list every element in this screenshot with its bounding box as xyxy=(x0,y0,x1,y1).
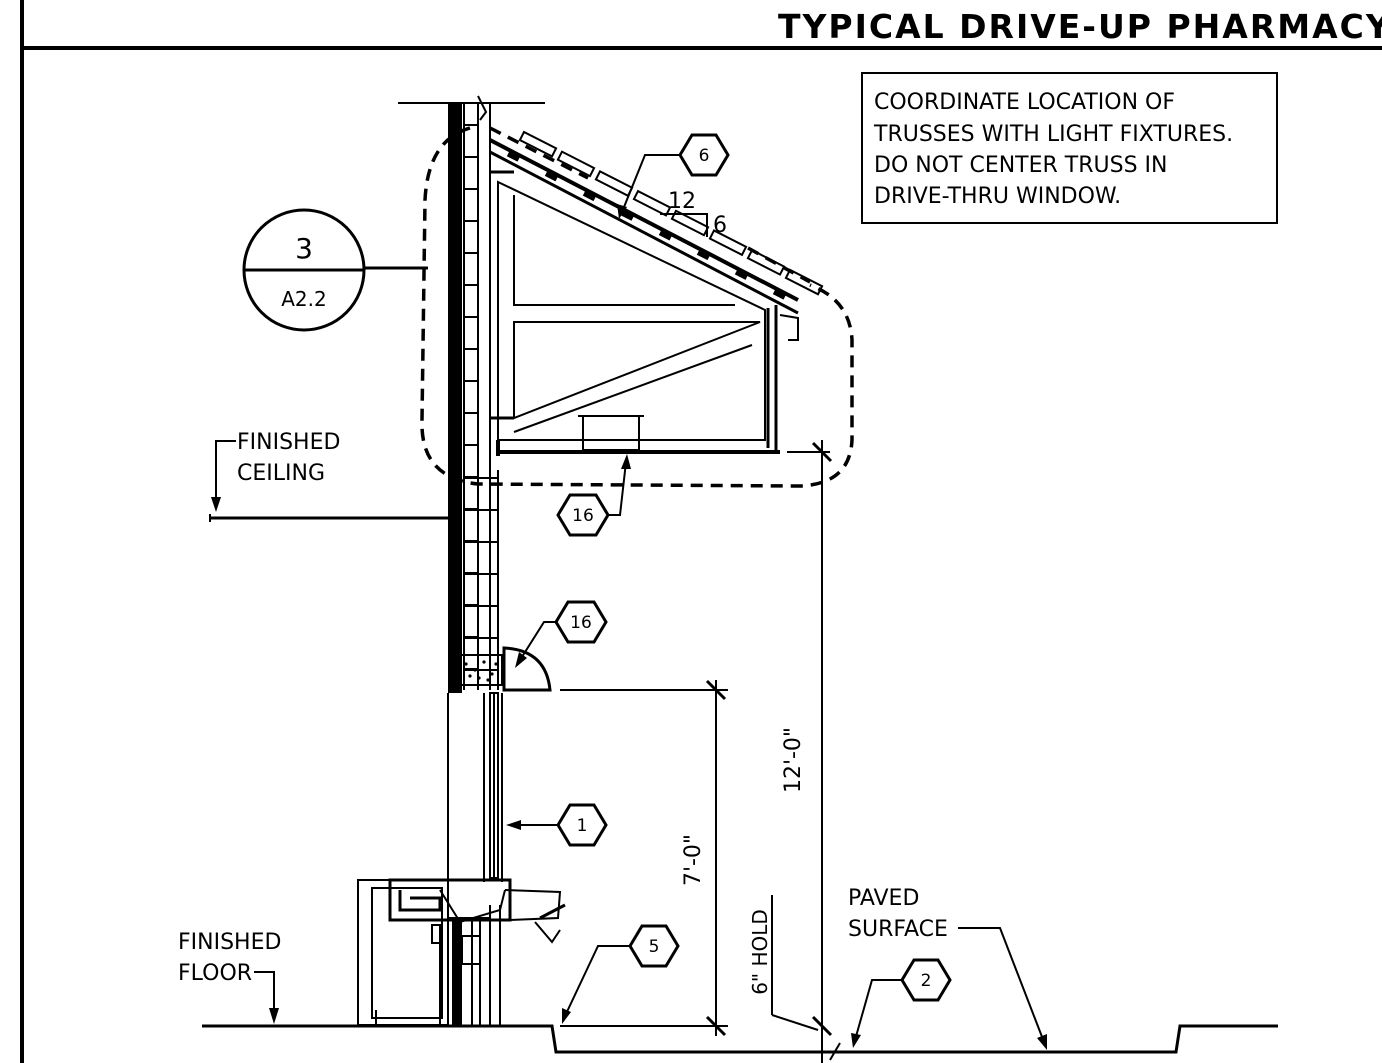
keynote-tag-roof: 6 xyxy=(617,133,730,219)
section-marker: 3 A2.2 xyxy=(242,208,428,332)
keynote-tag-soffit: 16 xyxy=(556,454,631,537)
note-line-3: DO NOT CENTER TRUSS IN xyxy=(874,153,1168,178)
sheet-frame xyxy=(20,0,1382,1063)
note-line-1: COORDINATE LOCATION OF xyxy=(874,90,1175,115)
keynote-tag-paving: 2 xyxy=(851,958,952,1048)
dimension-hold-value: 6" HOLD xyxy=(748,909,772,995)
roof-slope-indicator: 12 6 xyxy=(660,189,727,238)
dimension-7ft-value: 7'-0" xyxy=(681,834,706,886)
svg-text:2: 2 xyxy=(921,971,932,991)
dimension-7ft xyxy=(560,679,728,1037)
svg-text:6: 6 xyxy=(699,146,710,166)
ceiling-leader xyxy=(215,440,236,505)
svg-text:5: 5 xyxy=(649,937,660,957)
roof-dash-upper xyxy=(489,126,589,180)
roof-shingles xyxy=(506,130,824,300)
svg-text:1: 1 xyxy=(577,816,588,836)
note-line-4: DRIVE-THRU WINDOW. xyxy=(874,184,1121,209)
keynote-tag-curb: 5 xyxy=(562,924,680,1024)
slope-run: 12 xyxy=(668,189,696,214)
dimension-12ft xyxy=(787,440,841,1063)
keynote-tag-window: 1 xyxy=(506,803,608,847)
dimension-12ft-value: 12'-0" xyxy=(781,727,806,793)
dimension-hold xyxy=(771,895,819,1031)
sheet-title: TYPICAL DRIVE-UP PHARMACY xyxy=(778,7,1382,46)
exterior-wall xyxy=(398,95,545,1027)
general-note: COORDINATE LOCATION OF TRUSSES WITH LIGH… xyxy=(861,72,1278,224)
label-finished-ceiling-1: FINISHED xyxy=(237,430,340,455)
note-line-2: TRUSSES WITH LIGHT FIXTURES. xyxy=(873,122,1233,147)
awning xyxy=(502,646,552,692)
label-finished-floor-1: FINISHED xyxy=(178,930,281,955)
masonry-joints xyxy=(464,124,498,671)
section-number: 3 xyxy=(295,232,313,265)
drive-thru-counter xyxy=(357,878,566,1027)
label-paved-surface-1: PAVED xyxy=(848,886,919,911)
label-finished-ceiling-2: CEILING xyxy=(237,461,325,486)
paved-leader xyxy=(958,927,1045,1043)
keynote-tag-awning: 16 xyxy=(515,600,608,668)
label-paved-surface-2: SURFACE xyxy=(848,917,948,942)
label-finished-floor-2: FLOOR xyxy=(178,961,252,986)
section-sheet: A2.2 xyxy=(281,287,327,311)
svg-text:16: 16 xyxy=(572,506,594,526)
svg-text:16: 16 xyxy=(570,613,592,633)
ground-profile xyxy=(202,1024,1278,1054)
floor-leader xyxy=(254,971,275,1016)
canopy xyxy=(489,130,824,456)
slope-rise: 6 xyxy=(713,213,727,238)
